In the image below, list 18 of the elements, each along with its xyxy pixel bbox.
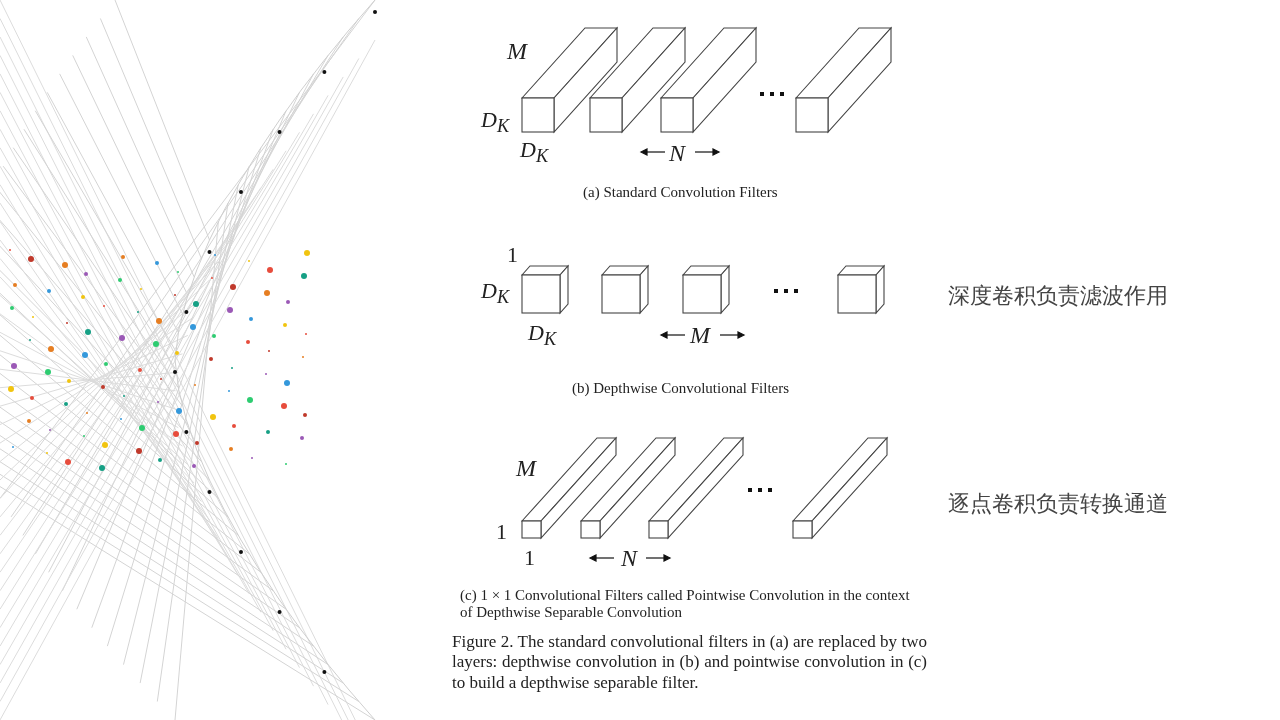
subfigure-caption: (a) Standard Convolution Filters bbox=[583, 184, 778, 201]
dimension-label: D$_{K}$ bbox=[481, 108, 510, 137]
subfigure-caption: (c) 1 × 1 Convolutional Filters called Pointwise Convolution in the context of Depthwise Separable Convolution bbox=[460, 587, 911, 620]
dimension-label: N bbox=[621, 545, 637, 572]
dimension-label: 1 bbox=[496, 520, 507, 545]
dimension-label: 1 bbox=[507, 243, 518, 268]
figure-caption: Figure 2. The standard convolutional filters in (a) are replaced by two layers: depthwise convolution in (b) and pointwise convolution in (c) to build a depthwise separable filter. bbox=[452, 632, 927, 694]
dimension-label: N bbox=[669, 140, 685, 167]
dimension-label: M bbox=[690, 322, 710, 349]
dimension-label: 1 bbox=[524, 546, 535, 571]
annotation-text: 深度卷积负责滤波作用 bbox=[948, 284, 1168, 309]
dimension-label: D$_{K}$ bbox=[481, 279, 510, 308]
dimension-label: D$_{K}$ bbox=[520, 138, 549, 167]
subfigure-caption: (b) Depthwise Convolutional Filters bbox=[572, 380, 790, 397]
annotation-text: 逐点卷积负责转换通道 bbox=[948, 492, 1168, 517]
dimension-label: D$_{K}$ bbox=[528, 321, 557, 350]
dimension-label: M bbox=[507, 38, 527, 65]
dimension-label: M bbox=[516, 455, 536, 482]
